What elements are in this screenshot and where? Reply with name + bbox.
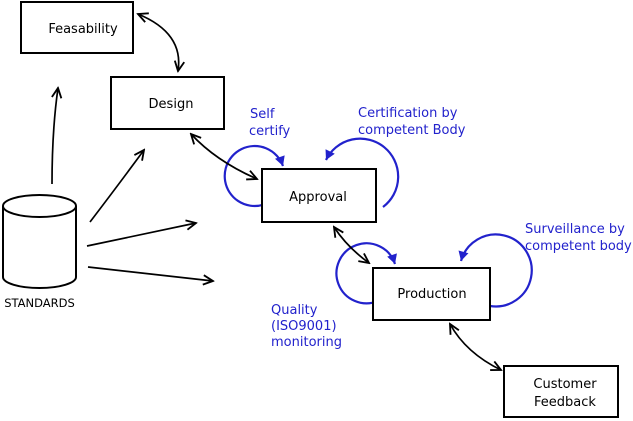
annotation-quality: Quality (ISO9001) monitoring: [271, 303, 342, 350]
annotation-certification: Certification by competent Body: [358, 106, 466, 138]
annotation-surveillance: Surveillance by competent body: [525, 222, 632, 254]
annotation-surveillance-line1: Surveillance by: [525, 222, 625, 237]
arrow-standards-production: [87, 266, 213, 281]
node-feasability: Feasability: [20, 1, 134, 54]
node-customer-feedback-label-2: Feedback: [534, 395, 596, 410]
annotation-quality-line2: (ISO9001): [271, 319, 337, 334]
node-design-label: Design: [149, 97, 194, 112]
arrow-standards-design: [89, 150, 144, 223]
node-production-label: Production: [397, 287, 466, 302]
arrow-production-feedback: [450, 324, 501, 370]
arrow-feasability-design: [138, 14, 179, 71]
node-approval: Approval: [261, 168, 377, 223]
node-design: Design: [110, 76, 225, 130]
node-customer-feedback: Customer Feedback: [503, 365, 619, 418]
cylinder-body: [2, 206, 77, 289]
arrow-design-approval: [191, 134, 257, 179]
standards-label: STANDARDS: [4, 296, 75, 310]
annotation-self-certify-line1: Self: [250, 107, 275, 122]
node-feasability-label: Feasability: [48, 22, 118, 37]
node-customer-feedback-label-1: Customer: [533, 377, 597, 392]
annotation-certification-line1: Certification by: [358, 106, 458, 121]
node-approval-label: Approval: [289, 190, 347, 205]
node-production: Production: [372, 267, 491, 321]
annotation-quality-line1: Quality: [271, 303, 318, 318]
loop-certification-arrow: [325, 137, 400, 208]
loop-surveillance-arrow: [458, 233, 533, 308]
arrow-approval-production: [334, 227, 369, 263]
cylinder-top: [2, 194, 77, 218]
annotation-quality-line3: monitoring: [271, 335, 342, 350]
annotation-self-certify: Self certify: [249, 107, 291, 139]
arrow-standards-feasability: [52, 88, 58, 185]
arrow-standards-approval: [86, 223, 196, 247]
standards-store: STANDARDS: [2, 194, 77, 310]
annotation-surveillance-line2: competent body: [525, 239, 632, 254]
annotation-self-certify-line2: certify: [249, 124, 291, 139]
annotation-certification-line2: competent Body: [358, 123, 466, 138]
black-arrows: [52, 14, 501, 370]
